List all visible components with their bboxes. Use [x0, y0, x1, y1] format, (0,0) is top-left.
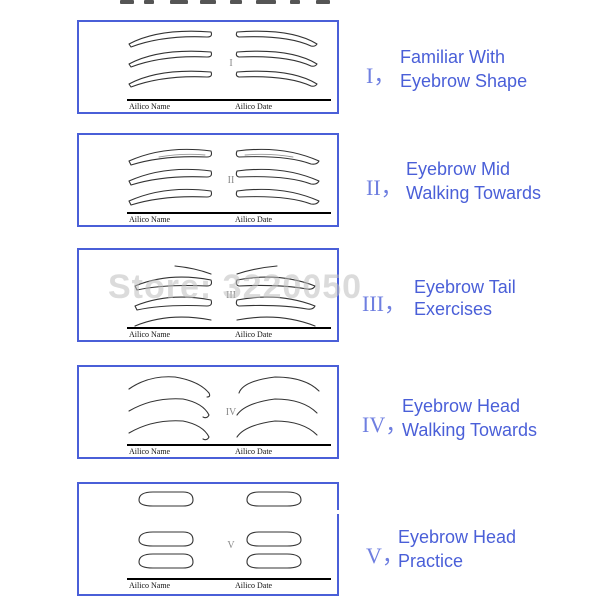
eyebrow-outlines-1: [128, 30, 318, 88]
date-label: Ailico Date: [235, 447, 273, 456]
caption-roman: I，: [366, 63, 396, 88]
caption-line1: Eyebrow Head: [402, 396, 521, 416]
baseline: [127, 444, 331, 446]
caption-line2: Walking Towards: [406, 183, 542, 203]
caption-line1: Eyebrow Tail: [414, 277, 516, 297]
card-mid-walking: II Ailico Name Ailico Date: [77, 133, 339, 227]
caption-line2: Walking Towards: [402, 420, 538, 440]
caption-line1: Familiar With: [400, 47, 506, 67]
baseline: [127, 99, 331, 101]
card-numeral: IV: [225, 407, 237, 418]
date-label: Ailico Date: [235, 581, 273, 590]
caption-roman: IV，: [362, 412, 408, 437]
baseline: [127, 212, 331, 214]
name-label: Ailico Name: [129, 215, 171, 224]
caption-line2: Practice: [398, 551, 464, 571]
date-label: Ailico Date: [235, 102, 273, 111]
top-cropped-strip: [110, 0, 350, 6]
name-label: Ailico Name: [129, 330, 171, 339]
caption-roman: II，: [366, 175, 403, 200]
card-numeral: II: [227, 175, 235, 186]
card-numeral: I: [229, 58, 233, 69]
eyebrow-outlines-2: [128, 148, 320, 206]
eyebrow-outlines-5: [79, 491, 341, 569]
caption-roman: V，: [366, 543, 404, 568]
caption-roman: III，: [362, 291, 406, 316]
card-numeral: V: [227, 540, 235, 551]
name-label: Ailico Name: [129, 581, 171, 590]
card-familiar-shape: I Ailico Name Ailico Date: [77, 20, 339, 114]
eyebrow-outlines-4: [128, 376, 320, 441]
caption-line1: Eyebrow Mid: [406, 159, 511, 179]
caption-line2: Exercises: [414, 299, 493, 319]
card-numeral: III: [226, 290, 236, 301]
store-watermark: Store: 3220050: [108, 268, 363, 306]
caption-line2: Eyebrow Shape: [400, 71, 528, 91]
card-head-practice: V Ailico Name Ailico Date: [77, 482, 341, 596]
name-label: Ailico Name: [129, 102, 171, 111]
eyebrow-outlines-3: [134, 265, 316, 327]
card-head-walking: IV Ailico Name Ailico Date: [77, 365, 339, 459]
date-label: Ailico Date: [235, 330, 273, 339]
baseline: [127, 578, 331, 580]
card-tail-exercises: III Ailico Name Ailico Date: [77, 248, 339, 342]
caption-line1: Eyebrow Head: [398, 527, 517, 547]
date-label: Ailico Date: [235, 215, 273, 224]
baseline: [127, 327, 331, 329]
name-label: Ailico Name: [129, 447, 171, 456]
